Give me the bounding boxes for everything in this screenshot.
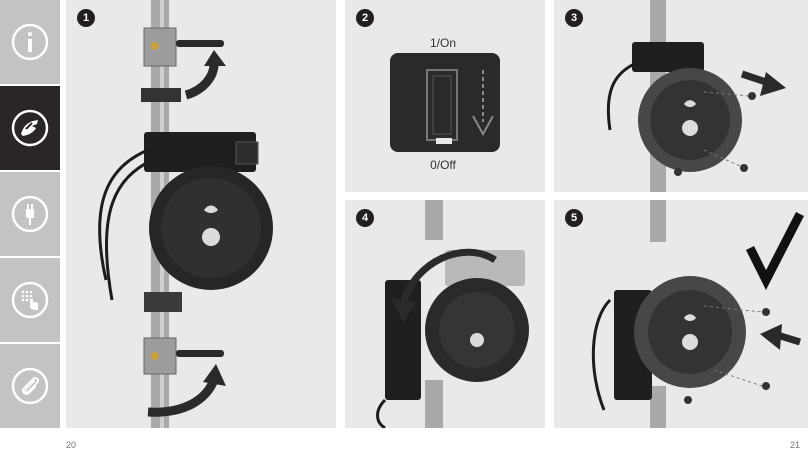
step-4-panel: 4 (345, 200, 545, 428)
switch-on-label: 1/On (429, 36, 456, 50)
tab-operation[interactable] (0, 258, 60, 342)
step-number: 4 (356, 209, 374, 227)
page-number-right: 21 (790, 440, 801, 450)
step-number: 2 (356, 9, 374, 27)
info-icon (11, 23, 49, 61)
tab-power[interactable] (0, 172, 60, 256)
rotate-control-box-illustration (376, 200, 529, 428)
power-plug-icon (11, 195, 49, 233)
tab-info[interactable] (0, 0, 60, 84)
paperclip-icon (11, 367, 49, 405)
remove-control-box-illustration (606, 0, 786, 192)
step-number: 3 (565, 9, 583, 27)
tab-documents[interactable] (0, 344, 60, 428)
step-2-panel: 2 1/On 0/Off (345, 0, 545, 192)
reattach-control-box-illustration (591, 200, 805, 428)
page-number-left: 20 (66, 440, 77, 450)
installation-hand-icon (11, 109, 49, 147)
pump-valves-illustration (98, 0, 273, 428)
step-5-panel: 5 (554, 200, 808, 428)
step-number: 5 (565, 209, 583, 227)
power-switch-illustration (390, 53, 500, 152)
touch-keypad-icon (11, 281, 49, 319)
step-1-panel: 1 (66, 0, 336, 428)
tab-installation[interactable] (0, 86, 60, 170)
switch-off-label: 0/Off (430, 158, 456, 172)
chapter-sidebar (0, 0, 60, 428)
step-number: 1 (77, 9, 95, 27)
step-3-panel: 3 (554, 0, 808, 192)
